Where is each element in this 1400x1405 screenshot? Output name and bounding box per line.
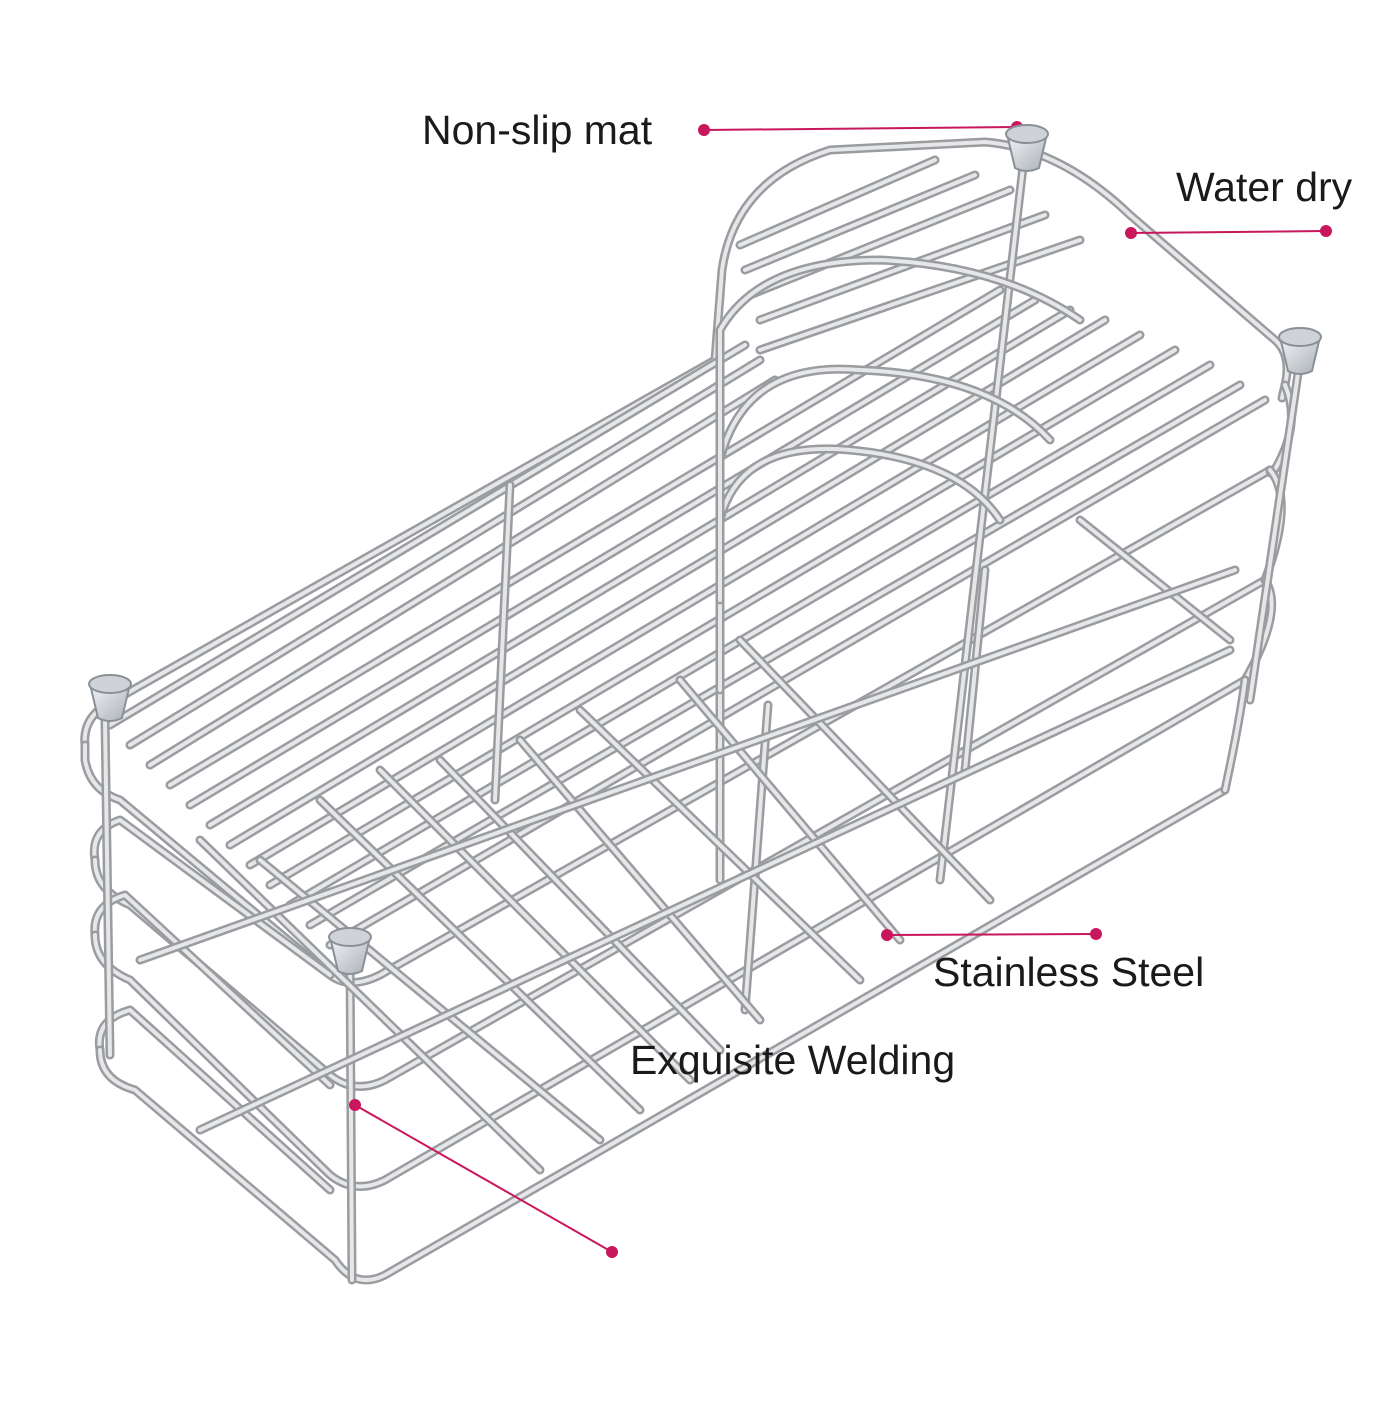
callout-dot-exquisite-welding-end bbox=[606, 1246, 618, 1258]
wire-highlight bbox=[82, 140, 1289, 747]
foot-right-body bbox=[1278, 336, 1322, 375]
wire-highlight bbox=[718, 258, 1082, 602]
callout-dot-exquisite-welding-start bbox=[349, 1099, 361, 1111]
callout-line-non-slip-mat bbox=[703, 126, 1018, 131]
wire-highlight bbox=[718, 367, 1052, 692]
wire-highlight bbox=[1078, 518, 1232, 642]
foot-front-body bbox=[328, 936, 372, 975]
callout-dot-stainless-steel-end bbox=[1090, 928, 1102, 940]
callout-line-water-dry bbox=[1130, 230, 1327, 234]
label-water-dry: Water dry bbox=[1176, 164, 1353, 210]
wire-highlight bbox=[198, 838, 542, 1172]
wire-highlight bbox=[208, 308, 1072, 827]
wire-highlight bbox=[83, 468, 1272, 985]
wire-highlight bbox=[258, 858, 602, 1142]
wire-highlight bbox=[578, 708, 862, 982]
foot-back-top-body bbox=[1005, 133, 1049, 172]
foot-left-cap bbox=[88, 674, 132, 694]
callout-dot-water-dry-start bbox=[1125, 227, 1137, 239]
wire-highlight bbox=[678, 678, 902, 942]
wire-highlight bbox=[518, 738, 762, 1022]
wire-highlight bbox=[92, 818, 332, 977]
wire-highlight bbox=[92, 893, 332, 1087]
wire-highlight bbox=[93, 678, 1247, 1189]
callout-dot-non-slip-mat-start bbox=[698, 124, 710, 136]
wire-highlight bbox=[318, 798, 642, 1112]
wire-highlight bbox=[248, 333, 1142, 867]
wire-highlight bbox=[98, 788, 1227, 1282]
top-frame-rim bbox=[80, 137, 1292, 750]
callout-dot-water-dry-end bbox=[1320, 225, 1332, 237]
wire-highlight bbox=[328, 398, 1267, 947]
wire-highlight bbox=[198, 648, 1232, 1132]
wire-highlight bbox=[758, 238, 1082, 352]
wire-highlight bbox=[438, 758, 722, 1052]
wire-highlight bbox=[743, 173, 977, 272]
wire-highlight bbox=[308, 383, 1242, 927]
wire-highlight bbox=[148, 378, 777, 767]
wire-highlight bbox=[963, 568, 987, 772]
wire-highlight bbox=[108, 343, 747, 727]
callout-lines bbox=[349, 121, 1332, 1258]
wire-highlight bbox=[938, 148, 1027, 882]
wire-highlight bbox=[228, 318, 1107, 847]
wire-highlight bbox=[1223, 678, 1247, 792]
foot-right-cap bbox=[1278, 327, 1322, 347]
wire-highlight bbox=[128, 358, 762, 747]
non-slip-feet bbox=[88, 124, 1322, 975]
foot-front-cap bbox=[328, 927, 372, 947]
callout-line-stainless-steel bbox=[886, 933, 1097, 936]
label-non-slip-mat: Non-slip mat bbox=[422, 107, 653, 153]
foot-right bbox=[1278, 327, 1322, 375]
wire-highlight bbox=[738, 158, 937, 247]
foot-back-top bbox=[1005, 124, 1049, 172]
wire-highlight bbox=[348, 953, 354, 1282]
wire-highlight bbox=[738, 638, 992, 902]
wire-highlight bbox=[748, 188, 1012, 297]
label-stainless-steel: Stainless Steel bbox=[933, 949, 1205, 995]
wire-highlight bbox=[743, 703, 770, 1012]
wire-highlight bbox=[758, 213, 1047, 322]
callout-dot-stainless-steel-start bbox=[881, 929, 893, 941]
wire-highlight bbox=[138, 568, 1237, 962]
wire-highlight bbox=[1248, 358, 1302, 702]
wire-highlight bbox=[188, 298, 1037, 807]
foot-back-top-cap bbox=[1005, 124, 1049, 144]
wire-highlight bbox=[103, 718, 112, 1057]
callout-line-exquisite-welding bbox=[354, 1104, 613, 1253]
wire-highlight bbox=[378, 768, 692, 1082]
foot-left-body bbox=[88, 683, 132, 722]
wire-highlight bbox=[493, 483, 512, 802]
foot-front bbox=[328, 927, 372, 975]
label-exquisite-welding: Exquisite Welding bbox=[630, 1037, 956, 1083]
wire-highlight bbox=[288, 363, 1212, 907]
wire-highlight bbox=[718, 446, 1002, 882]
foot-left bbox=[88, 674, 132, 722]
